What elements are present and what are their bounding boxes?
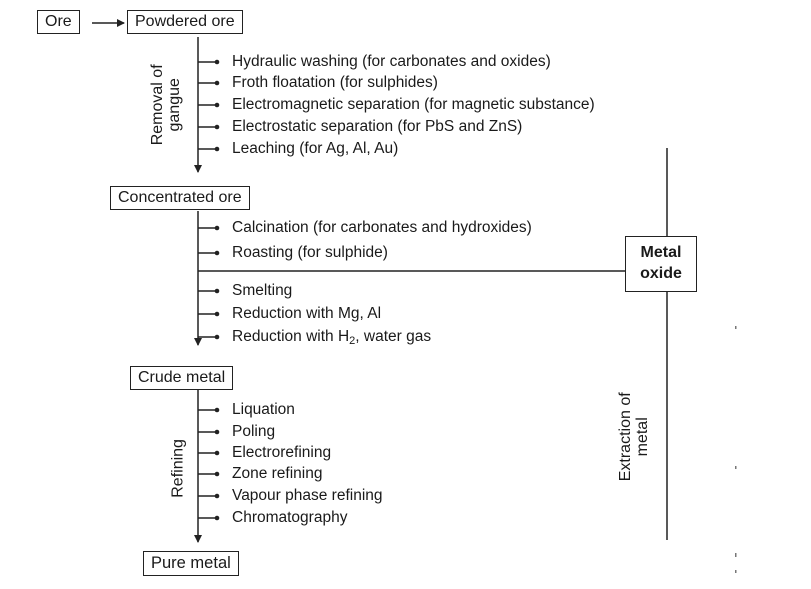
removal-of-gangue-line1: Removal of <box>149 64 167 146</box>
step-leaching: Leaching (for Ag, Al, Au) <box>232 140 399 157</box>
crude-metal-box: Crude metal <box>130 366 234 390</box>
step-smelting: Smelting <box>232 282 293 299</box>
removal-of-gangue-line2: gangue <box>166 78 183 132</box>
step-electrostatic-separation: Electrostatic separation (for PbS and Zn… <box>232 118 523 135</box>
pure-metal-box: Pure metal <box>143 551 239 576</box>
stage1-branches <box>198 61 215 150</box>
step-reduction-h2-pre: Reduction with H <box>232 328 350 345</box>
stage3-dots <box>214 407 220 521</box>
ore-box: Ore <box>37 10 80 34</box>
scan-specks <box>735 326 737 573</box>
refining-label: Refining <box>169 439 187 498</box>
step-electromagnetic-separation: Electromagnetic separation (for magnetic… <box>232 96 595 113</box>
step-hydraulic-washing: Hydraulic washing (for carbonates and ox… <box>232 53 551 70</box>
step-reduction-mg-al: Reduction with Mg, Al <box>232 305 382 322</box>
stage1-dots <box>214 59 220 152</box>
concentrated-ore-box: Concentrated ore <box>110 186 250 210</box>
stage2-dots <box>214 225 220 340</box>
removal-of-gangue-label: Removal of gangue <box>149 50 184 160</box>
extraction-line2: metal <box>634 417 651 457</box>
extraction-line1: Extraction of <box>617 392 635 482</box>
step-chromatography: Chromatography <box>232 509 348 526</box>
metal-oxide-line2: oxide <box>640 265 682 282</box>
step-reduction-h2-sub: 2 <box>349 335 356 347</box>
step-calcination: Calcination (for carbonates and hydroxid… <box>232 219 532 236</box>
step-poling: Poling <box>232 423 276 440</box>
step-vapour-phase-refining: Vapour phase refining <box>232 487 383 504</box>
metal-oxide-box: Metal oxide <box>625 236 697 292</box>
step-roasting: Roasting (for sulphide) <box>232 244 388 261</box>
extraction-of-metal-label: Extraction of metal <box>617 382 652 492</box>
step-reduction-h2-post: , water gas <box>355 328 432 345</box>
step-froth-floatation: Froth floatation (for sulphides) <box>232 74 438 91</box>
stage2-branches <box>198 227 215 338</box>
step-liquation: Liquation <box>232 401 295 418</box>
step-zone-refining: Zone refining <box>232 465 323 482</box>
metal-oxide-line1: Metal <box>640 244 682 262</box>
powdered-ore-box: Powdered ore <box>127 10 243 34</box>
step-electrorefining: Electrorefining <box>232 444 332 461</box>
step-reduction-h2: Reduction with H2, water gas <box>232 328 432 347</box>
stage3-branches <box>198 409 215 519</box>
